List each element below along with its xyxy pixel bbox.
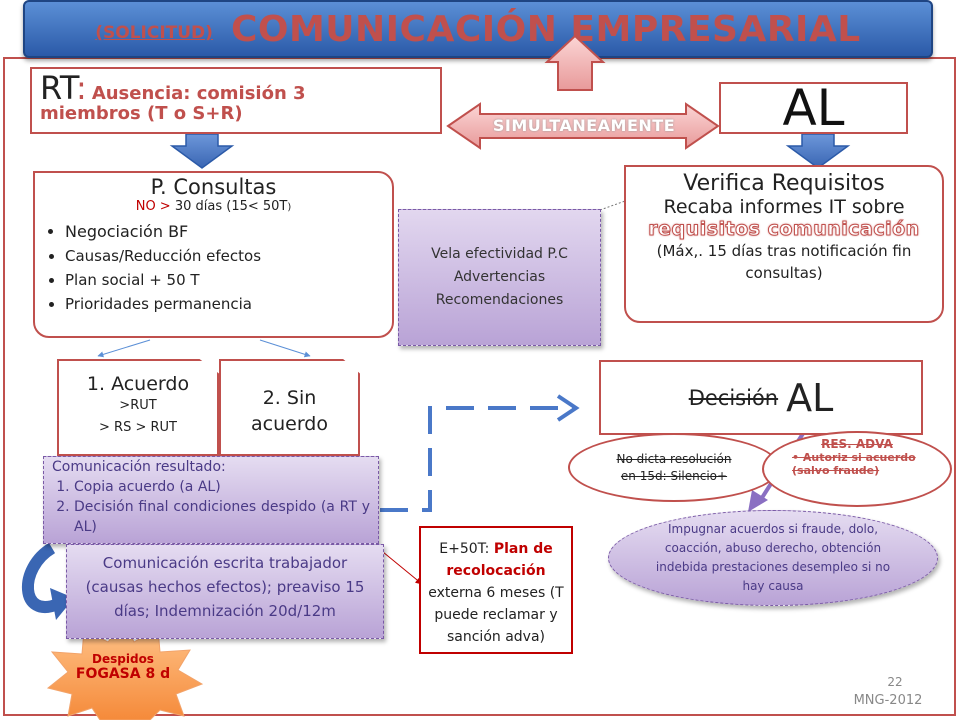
rt-line1: Ausencia: comisión 3	[91, 83, 306, 104]
decision-box: Decisión AL	[599, 360, 923, 435]
acuerdo-line3: > RS > RUT	[99, 420, 177, 435]
vela-link-line	[599, 166, 721, 211]
verifica-box: Verifica Requisitos Recaba informes IT s…	[624, 165, 944, 323]
sin-acuerdo-box: 2. Sin acuerdo	[219, 359, 360, 456]
al-down-arrow	[785, 133, 851, 169]
footer-label: MNG-2012	[853, 693, 923, 708]
acuerdo-title: 1. Acuerdo	[86, 373, 190, 395]
rt-label: RT	[40, 69, 76, 107]
list-item: Decisión final condiciones despido (a RT…	[74, 497, 370, 537]
verifica-title: Verifica Requisitos	[683, 171, 885, 196]
vela-line: Vela efectividad P.C	[431, 246, 568, 262]
e50-rest: externa 6 meses (T puede reclamar y sanc…	[428, 585, 564, 645]
title-banner: (SOLICITUD) COMUNICACIÓN EMPRESARIAL	[23, 0, 933, 58]
verifica-line4: (Máx,. 15 días tras notificación fin con…	[656, 242, 912, 282]
simultaneamente-label: SIMULTANEAMENTE	[492, 116, 676, 135]
list-item: Copia acuerdo (a AL)	[74, 477, 370, 497]
despidos-line1: Despidos	[92, 652, 154, 666]
dashed-decision-path	[380, 406, 574, 512]
rt-box: RT: Ausencia: comisión 3 miembros (T o S…	[30, 67, 442, 134]
comunicacion-resultado-box: Comunicación resultado: Copia acuerdo (a…	[43, 456, 379, 544]
sin-acuerdo-line1: 2. Sin	[262, 387, 317, 409]
acuerdo-box: 1. Acuerdo >RUT > RS > RUT	[57, 359, 219, 456]
list-item: Causas/Reducción efectos	[65, 244, 382, 268]
vela-line: Advertencias	[453, 269, 546, 285]
despidos-label: Despidos FOGASA 8 d	[48, 652, 198, 682]
simultaneous-double-arrow	[446, 102, 720, 150]
list-item: Negociación BF	[65, 220, 382, 244]
decision-al: AL	[786, 375, 834, 420]
rt-paren: )	[234, 103, 243, 124]
consultas-sub: NO > 30 días (15< 50T)	[135, 199, 292, 214]
comunicacion-resultado-title: Comunicación resultado:	[52, 459, 226, 475]
vela-box: Vela efectividad P.C Advertencias Recome…	[398, 209, 601, 346]
res-adva-oval: RES. ADVA • Autoriz si acuerdo (salvo fr…	[762, 431, 952, 507]
consultas-title: P. Consultas	[150, 175, 277, 199]
page-title: COMUNICACIÓN EMPRESARIAL	[230, 8, 861, 50]
rt-down-arrow	[169, 133, 235, 169]
rt-line2: miembros (T o S+R	[40, 103, 235, 124]
decision-strike: Decisión	[688, 385, 779, 410]
despidos-line2: FOGASA 8 d	[75, 666, 171, 682]
e50-red: Plan de recolocación	[446, 541, 553, 579]
acuerdo-line2: >RUT	[119, 398, 157, 413]
to-acuerdo-arrow	[97, 339, 151, 358]
no-dicta-oval: No dicta resolución en 15d: Silencio+	[568, 433, 780, 502]
comunicacion-resultado-list: Copia acuerdo (a AL) Decisión final cond…	[52, 477, 370, 537]
list-item: Plan social + 50 T	[65, 268, 382, 292]
verifica-line2: Recaba informes IT sobre	[663, 196, 905, 218]
consultas-list: Negociación BF Causas/Reducción efectos …	[45, 220, 382, 316]
page-number: 22	[887, 675, 903, 689]
al-box: AL	[719, 79, 908, 137]
comunicacion-escrita-box: Comunicación escrita trabajador (causas …	[66, 544, 384, 639]
list-item: Prioridades permanencia	[65, 292, 382, 316]
res-adva-text: • Autoriz si acuerdo (salvo fraude)	[792, 451, 916, 477]
content-frame	[3, 57, 956, 716]
consultas-box: P. Consultas NO > 30 días (15< 50T) Nego…	[33, 171, 394, 338]
to-sin-acuerdo-arrow	[259, 339, 311, 358]
impugnar-oval: Impugnar acuerdos si fraude, dolo, coacc…	[608, 510, 938, 606]
title-solicitud: (SOLICITUD)	[95, 23, 213, 43]
despidos-starburst	[46, 621, 204, 720]
rt-colon: :	[75, 69, 87, 107]
verifica-line3: requisitos comunicación	[648, 218, 920, 241]
vela-line: Recomendaciones	[435, 292, 564, 308]
res-adva-title: RES. ADVA	[821, 437, 893, 451]
e50-lead: E+50T:	[439, 541, 494, 557]
curved-arrow	[22, 542, 61, 613]
simultaneous-up-arrow	[544, 34, 606, 91]
plan-recolocacion-box: E+50T: Plan de recolocación externa 6 me…	[419, 526, 573, 654]
sin-acuerdo-line2: acuerdo	[251, 413, 328, 435]
